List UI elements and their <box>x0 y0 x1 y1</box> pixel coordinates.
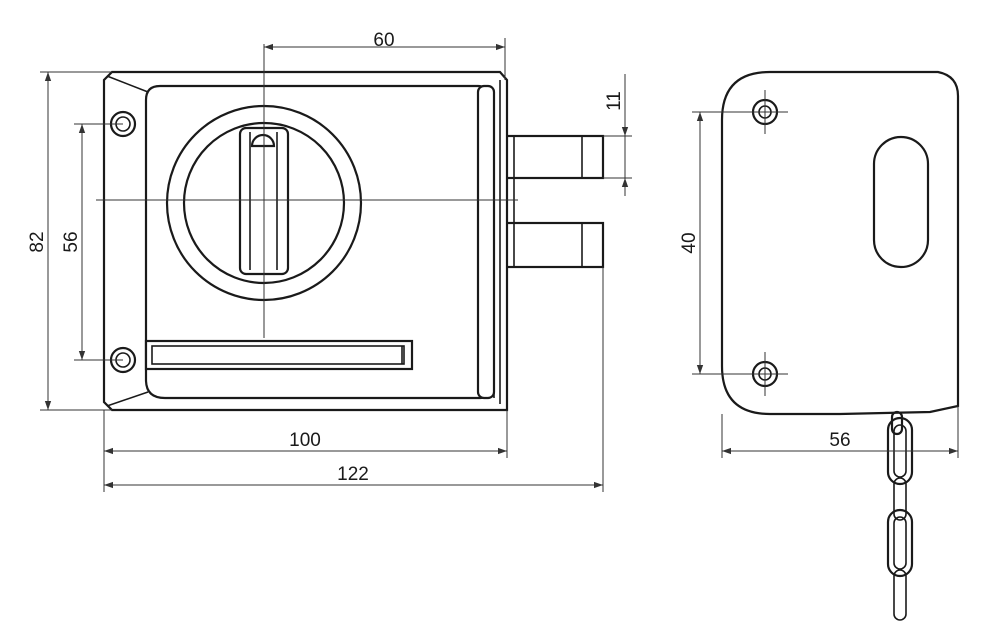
dim-label-screw-spacing: 56 <box>61 231 82 252</box>
bolt-lower <box>503 221 605 269</box>
slide-switch-inner <box>151 345 405 365</box>
side-view <box>720 70 960 621</box>
faceplate-strip <box>476 84 496 400</box>
side-keyhole-slot <box>872 135 930 269</box>
front-view <box>96 44 605 412</box>
dim-label-total-width: 122 <box>337 464 369 485</box>
dim-label-side-screw-spacing: 40 <box>679 232 700 253</box>
dim-label-side-depth: 56 <box>829 430 850 451</box>
bolt-upper <box>503 134 605 180</box>
dim-label-bolt-height: 11 <box>604 91 625 111</box>
front-dimensions: 60 11 82 56 100 122 <box>27 30 632 492</box>
dim-label-top-width: 60 <box>373 30 394 51</box>
chain-icon <box>886 410 914 621</box>
bevel-top-left <box>106 75 149 93</box>
dim-label-total-height: 82 <box>27 231 48 252</box>
dim-label-body-width: 100 <box>289 430 321 451</box>
side-dimensions: 40 56 <box>679 111 959 458</box>
bevel-bottom-left <box>106 391 149 407</box>
